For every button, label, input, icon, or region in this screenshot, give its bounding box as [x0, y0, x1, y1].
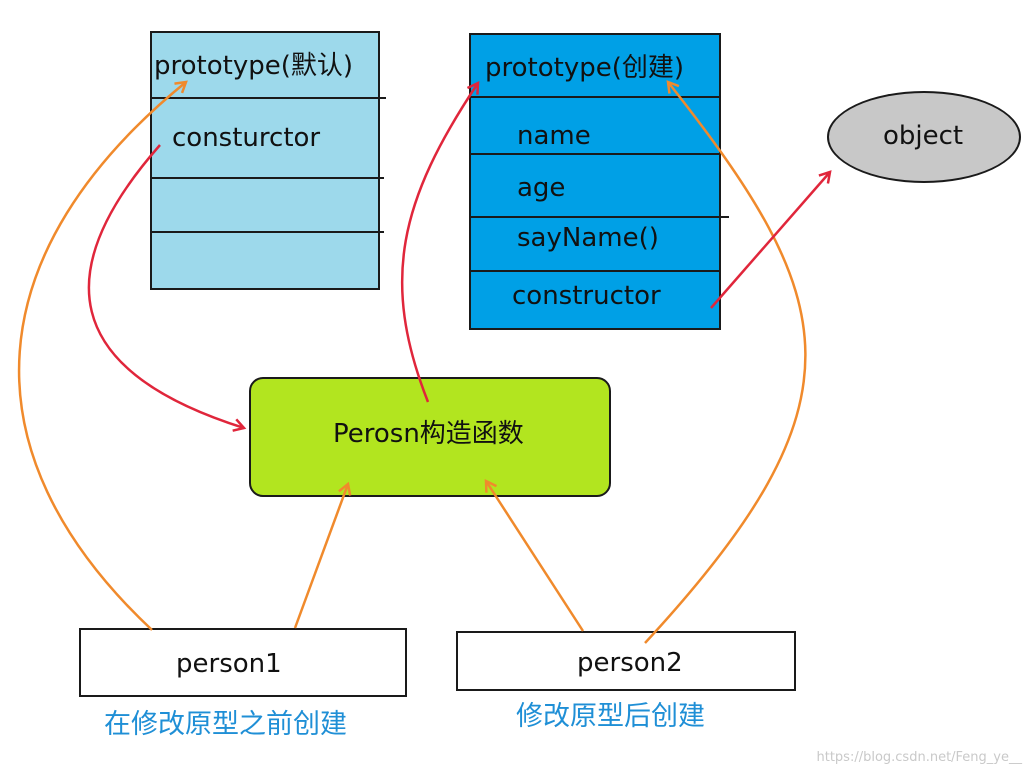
person2-box: person2 [456, 631, 796, 691]
person1-label: person1 [176, 649, 282, 679]
row-divider [471, 96, 721, 98]
arrow-person1-to-default-prototype [17, 82, 186, 631]
prototype-default-constructor-label: consturctor [172, 123, 321, 153]
prototype-created-age-label: age [517, 173, 566, 203]
watermark-text: https://blog.csdn.net/Feng_ye__ [816, 750, 1022, 765]
arrow-person2-to-created-prototype [644, 82, 807, 644]
arrow-person2-to-constructor [486, 481, 585, 632]
object-node-label: object [883, 121, 964, 151]
row-divider [152, 177, 384, 179]
person1-caption: 在修改原型之前创建 [104, 709, 347, 740]
row-divider [152, 231, 384, 233]
row-divider [471, 153, 721, 155]
prototype-created-name-label: name [517, 121, 591, 151]
row-divider [471, 270, 721, 272]
arrow-person1-to-constructor [293, 484, 348, 629]
person2-caption: 修改原型后创建 [516, 701, 705, 732]
prototype-created-sayname-label: sayName() [517, 223, 659, 253]
prototype-created-title: prototype(创建) [485, 53, 684, 83]
arrow-person-to-created-prototype [400, 83, 478, 403]
prototype-created-constructor-label: constructor [512, 281, 661, 311]
prototype-default-title: prototype(默认) [154, 51, 353, 81]
row-divider [471, 216, 729, 218]
prototype-default-box: prototype(默认) consturctor [150, 31, 386, 290]
object-node: object [827, 91, 1021, 183]
person2-label: person2 [577, 648, 683, 678]
arrow-default-constructor-to-person [87, 144, 244, 428]
constructor-node: Perosn构造函数 [249, 377, 611, 497]
row-divider [152, 97, 386, 99]
constructor-node-label: Perosn构造函数 [333, 419, 524, 449]
arrow-created-constructor-to-object [710, 172, 830, 309]
person1-box: person1 [79, 628, 407, 697]
